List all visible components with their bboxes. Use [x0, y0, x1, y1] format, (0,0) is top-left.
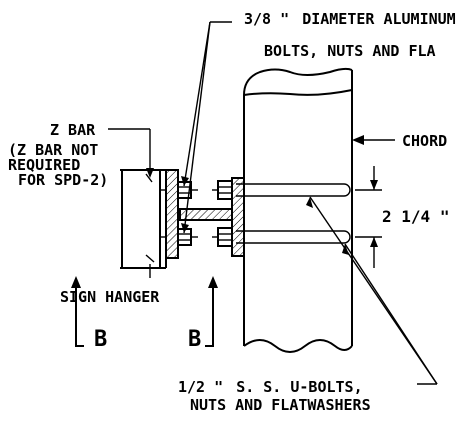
svg-text:1/2 " S. S. U-BOLTS,: 1/2 " S. S. U-BOLTS, [178, 378, 363, 396]
section-letter-left: B [94, 327, 107, 352]
leaders [108, 21, 438, 385]
bolt-callout-line2: BOLTS, NUTS AND FLA [264, 42, 436, 60]
chord-label: CHORD [402, 132, 447, 150]
section-marker-left [71, 276, 84, 347]
section-marker-right [205, 276, 218, 347]
sign-hanger-label: SIGN HANGER [60, 288, 160, 306]
spacing-whole: 2 [382, 207, 392, 226]
hanger-plate [165, 169, 179, 259]
clamp-plate [231, 177, 245, 257]
svg-text:2 1/4 ": 2 1/4 " [382, 207, 449, 226]
bolt-callout-line1: DIAMETER ALUMINUM [302, 10, 456, 28]
u-bolt-callout-line2: NUTS AND FLATWASHERS [190, 396, 371, 414]
connecting-web [179, 208, 233, 221]
z-bar [120, 169, 167, 269]
z-bar-note-line3: FOR SPD-2) [18, 171, 108, 189]
spacing-fraction: 1/4 [401, 207, 430, 226]
section-letter-right: B [188, 327, 201, 352]
spacing-unit: " [440, 207, 450, 226]
u-bolt-nuts [212, 180, 233, 247]
chord-member [243, 67, 353, 353]
u-bolt-callout-line1: S. S. U-BOLTS, [236, 378, 362, 396]
bolt-callout-unit: " [280, 10, 289, 28]
z-bar-note-line2: REQUIRED [8, 156, 80, 174]
spacing-dimension [355, 166, 382, 268]
u-bolt-upper [236, 183, 351, 197]
z-bar-title: Z BAR [50, 121, 96, 139]
z-bar-note-line1: (Z BAR NOT [8, 141, 98, 159]
svg-text:3/8 " DIAMETER ALUMINU: 3/8 " DIAMETER ALUMINUM [244, 10, 456, 28]
u-bolt-size-fraction: 1/2 [178, 378, 205, 396]
bolt-size-fraction: 3/8 [244, 10, 271, 28]
u-bolt-lower [236, 230, 351, 244]
u-bolt-unit: " [214, 378, 223, 396]
